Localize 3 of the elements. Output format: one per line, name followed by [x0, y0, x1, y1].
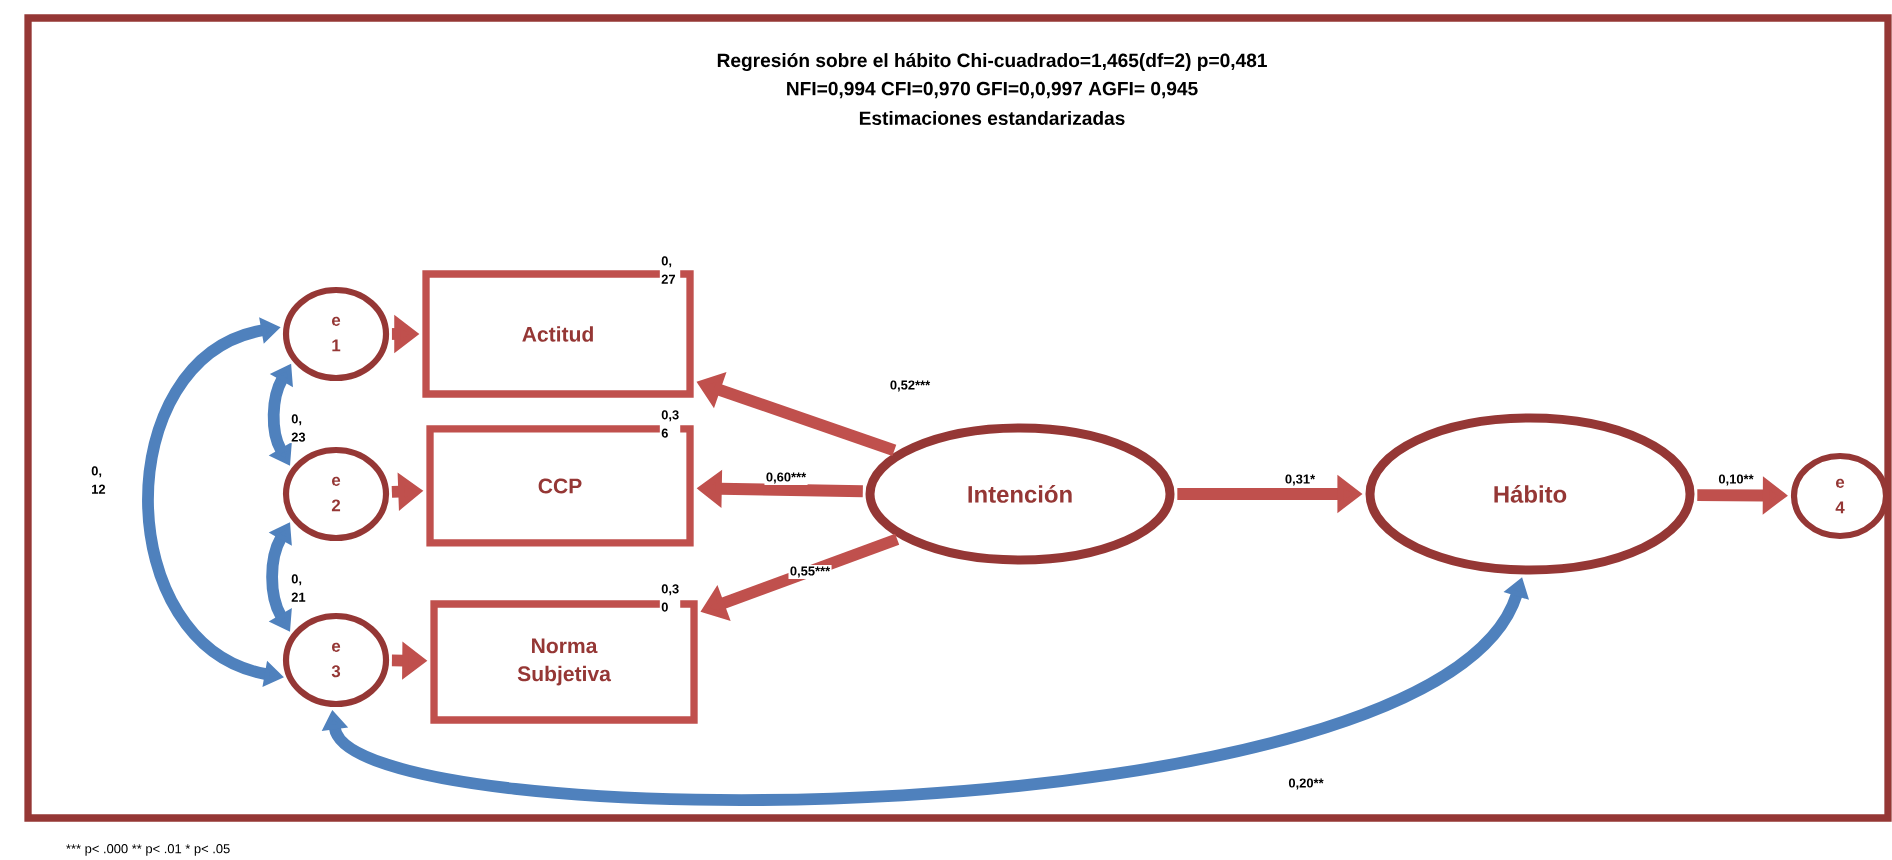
subtitle: Estimaciones estandarizadas	[859, 110, 1125, 125]
subtitle: NFI=0,994 CFI=0,970 GFI=0,0,997 AGFI= 0,945	[787, 81, 1198, 99]
title: Regresión sobre el hábito Chi-cuadrado=1,465(df=2) p=0,481	[717, 52, 1267, 71]
